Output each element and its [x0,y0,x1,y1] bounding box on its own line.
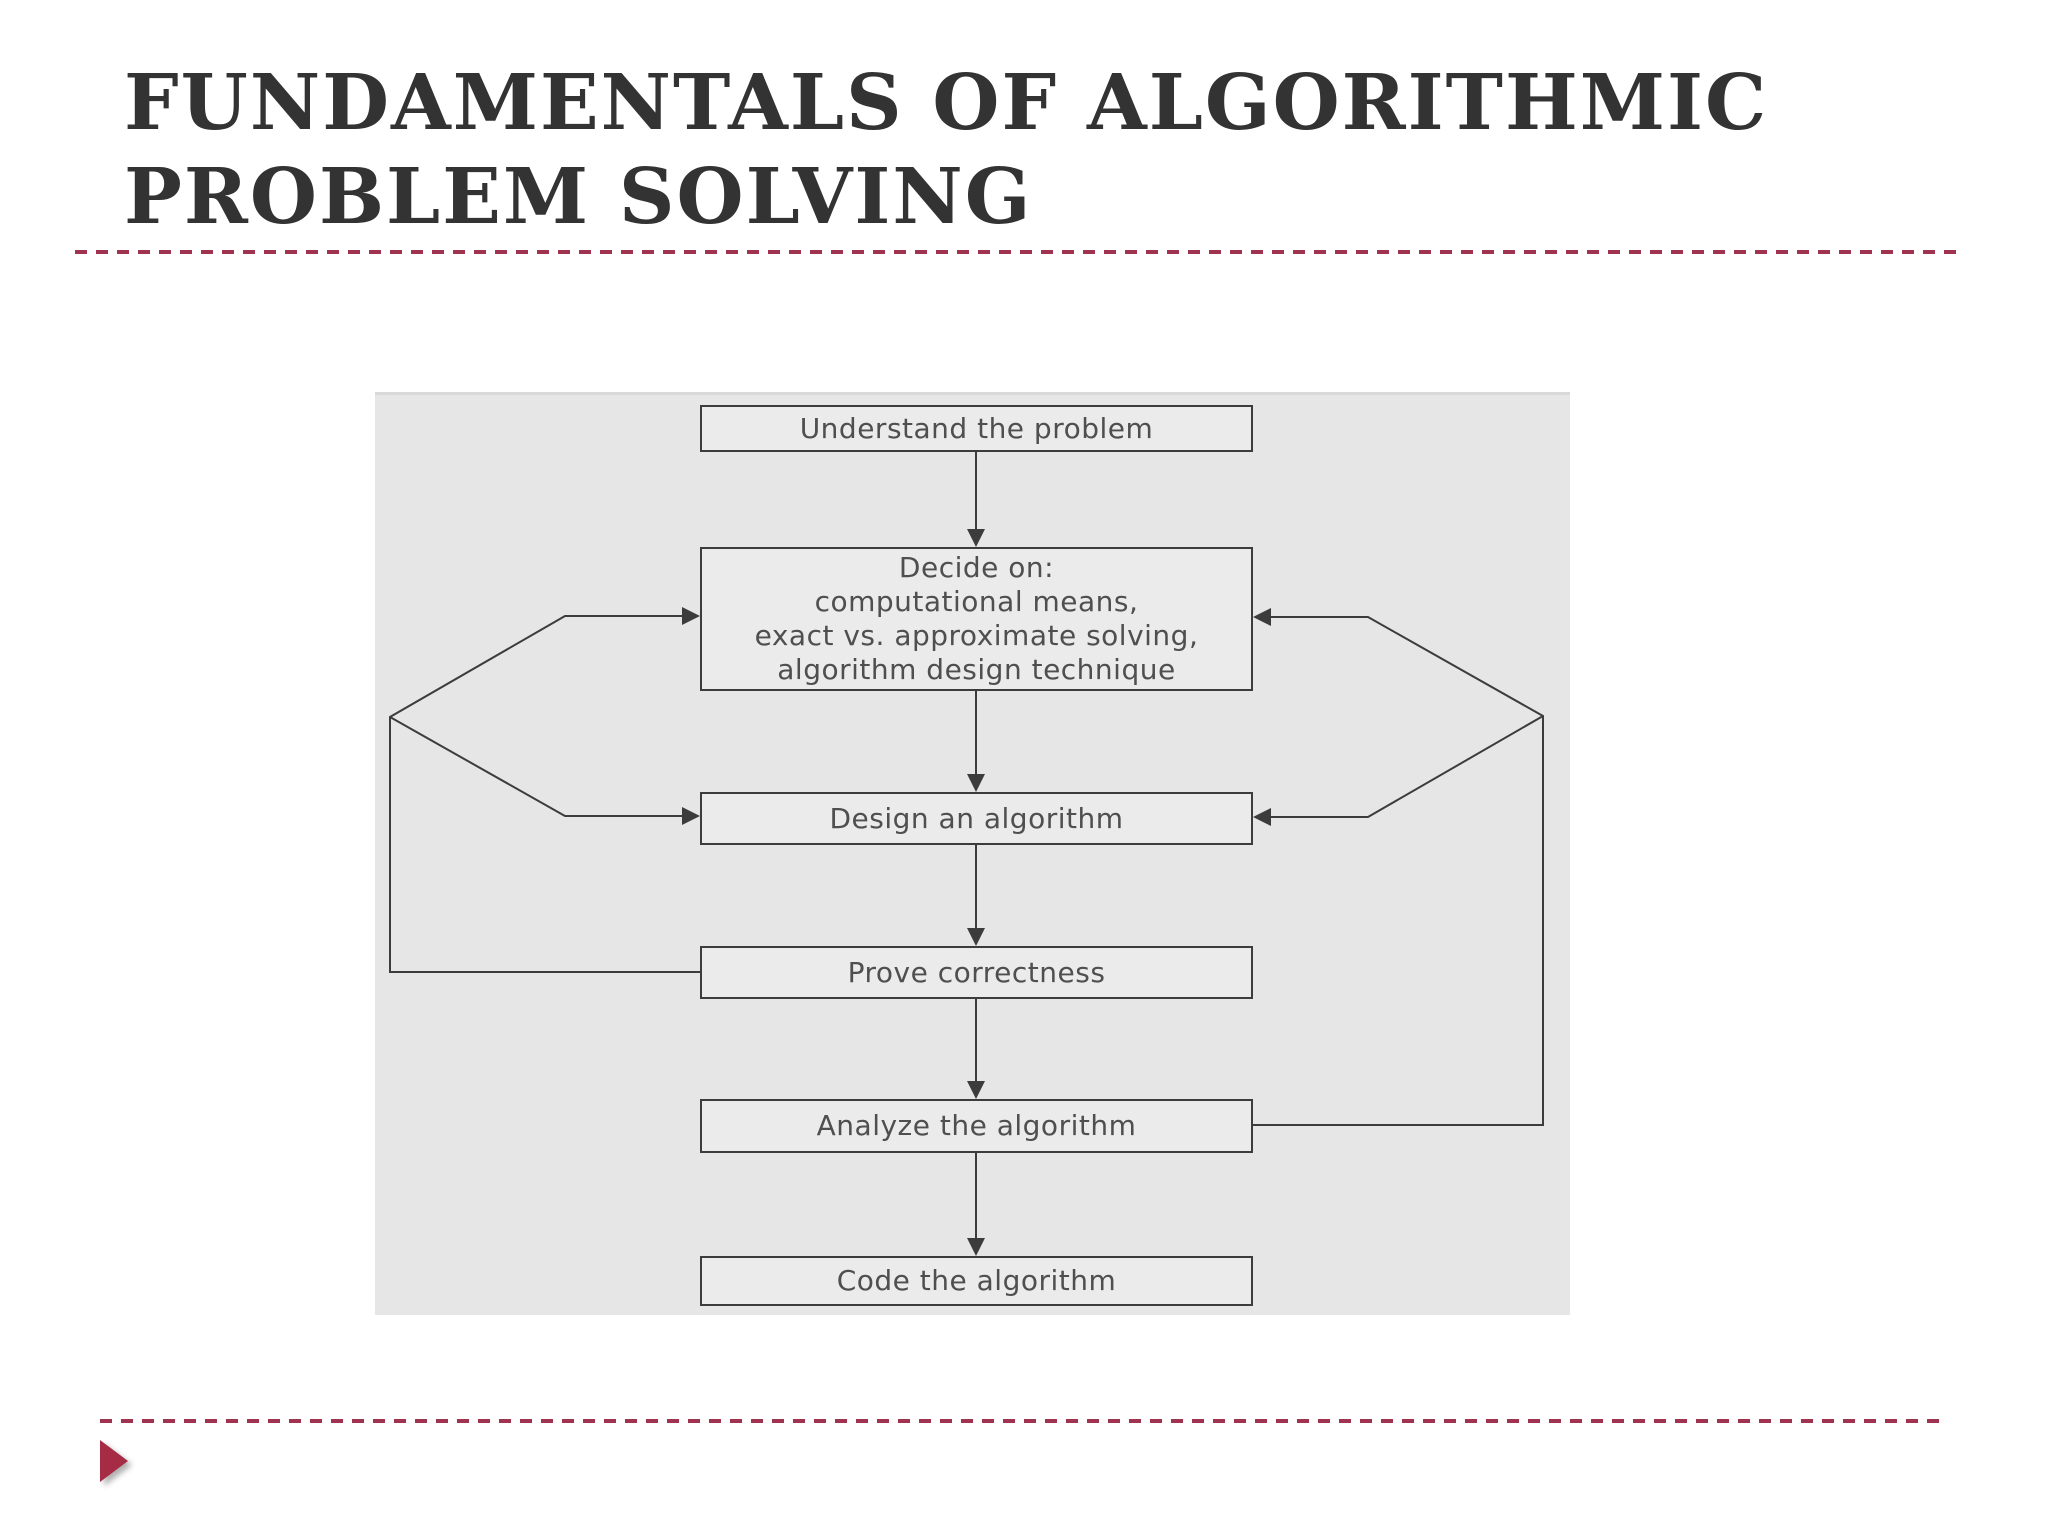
feedback-loop-right [1253,608,1544,1126]
arrow-design-to-prove [967,845,985,946]
flowchart-panel: Understand the problem Decide on: comput… [375,392,1570,1315]
flow-box-decide-on: Decide on: computational means, exact vs… [700,547,1253,691]
flow-box-understand-the-problem: Understand the problem [700,405,1253,452]
flow-box-design-an-algorithm: Design an algorithm [700,792,1253,845]
flow-box-prove-correctness: Prove correctness [700,946,1253,999]
top-dashed-divider [75,250,1960,254]
slide-title: FUNDAMENTALS OF ALGORITHMIC PROBLEM SOLV… [124,58,1769,242]
flow-box-code-the-algorithm: Code the algorithm [700,1256,1253,1306]
flowchart-connectors [389,452,1544,1256]
flow-box-analyze-the-algorithm: Analyze the algorithm [700,1099,1253,1153]
arrow-analyze-to-code [967,1153,985,1256]
arrow-understand-to-decide [967,452,985,547]
arrow-prove-to-analyze [967,999,985,1099]
feedback-loop-left [389,607,700,973]
bottom-dashed-divider [100,1419,1945,1423]
play-triangle-icon [100,1440,128,1482]
arrow-decide-to-design [967,691,985,792]
